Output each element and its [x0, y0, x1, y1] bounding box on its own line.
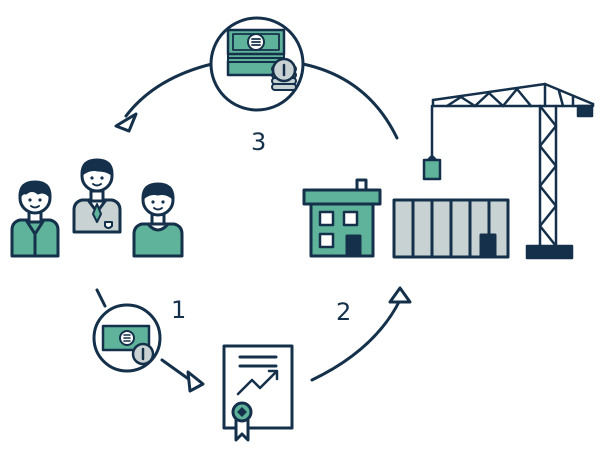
step-label-1: 1 [171, 296, 187, 324]
person-left [10, 180, 60, 258]
arrow-3-head [114, 112, 138, 133]
warehouse-icon [392, 198, 510, 259]
person-middle [72, 158, 122, 234]
cash-coins-icon [209, 16, 305, 112]
step-label-2: 2 [336, 298, 352, 326]
crane-icon [422, 82, 595, 260]
arrow-2-head [388, 286, 412, 304]
step-label-3: 3 [251, 128, 267, 156]
cycle-arrows [95, 62, 412, 393]
arrow-3-line [301, 62, 399, 140]
building-icon [302, 178, 382, 258]
arrow-1-line [160, 358, 192, 382]
arrow-2-line [310, 298, 402, 382]
cash-coin-icon [92, 303, 162, 373]
arrow-1-head [186, 370, 205, 393]
arrow-1-line [95, 288, 107, 308]
certificate-icon [222, 344, 294, 442]
arrow-3-line [124, 62, 214, 118]
person-right [132, 182, 184, 258]
investors-icon [10, 158, 184, 258]
